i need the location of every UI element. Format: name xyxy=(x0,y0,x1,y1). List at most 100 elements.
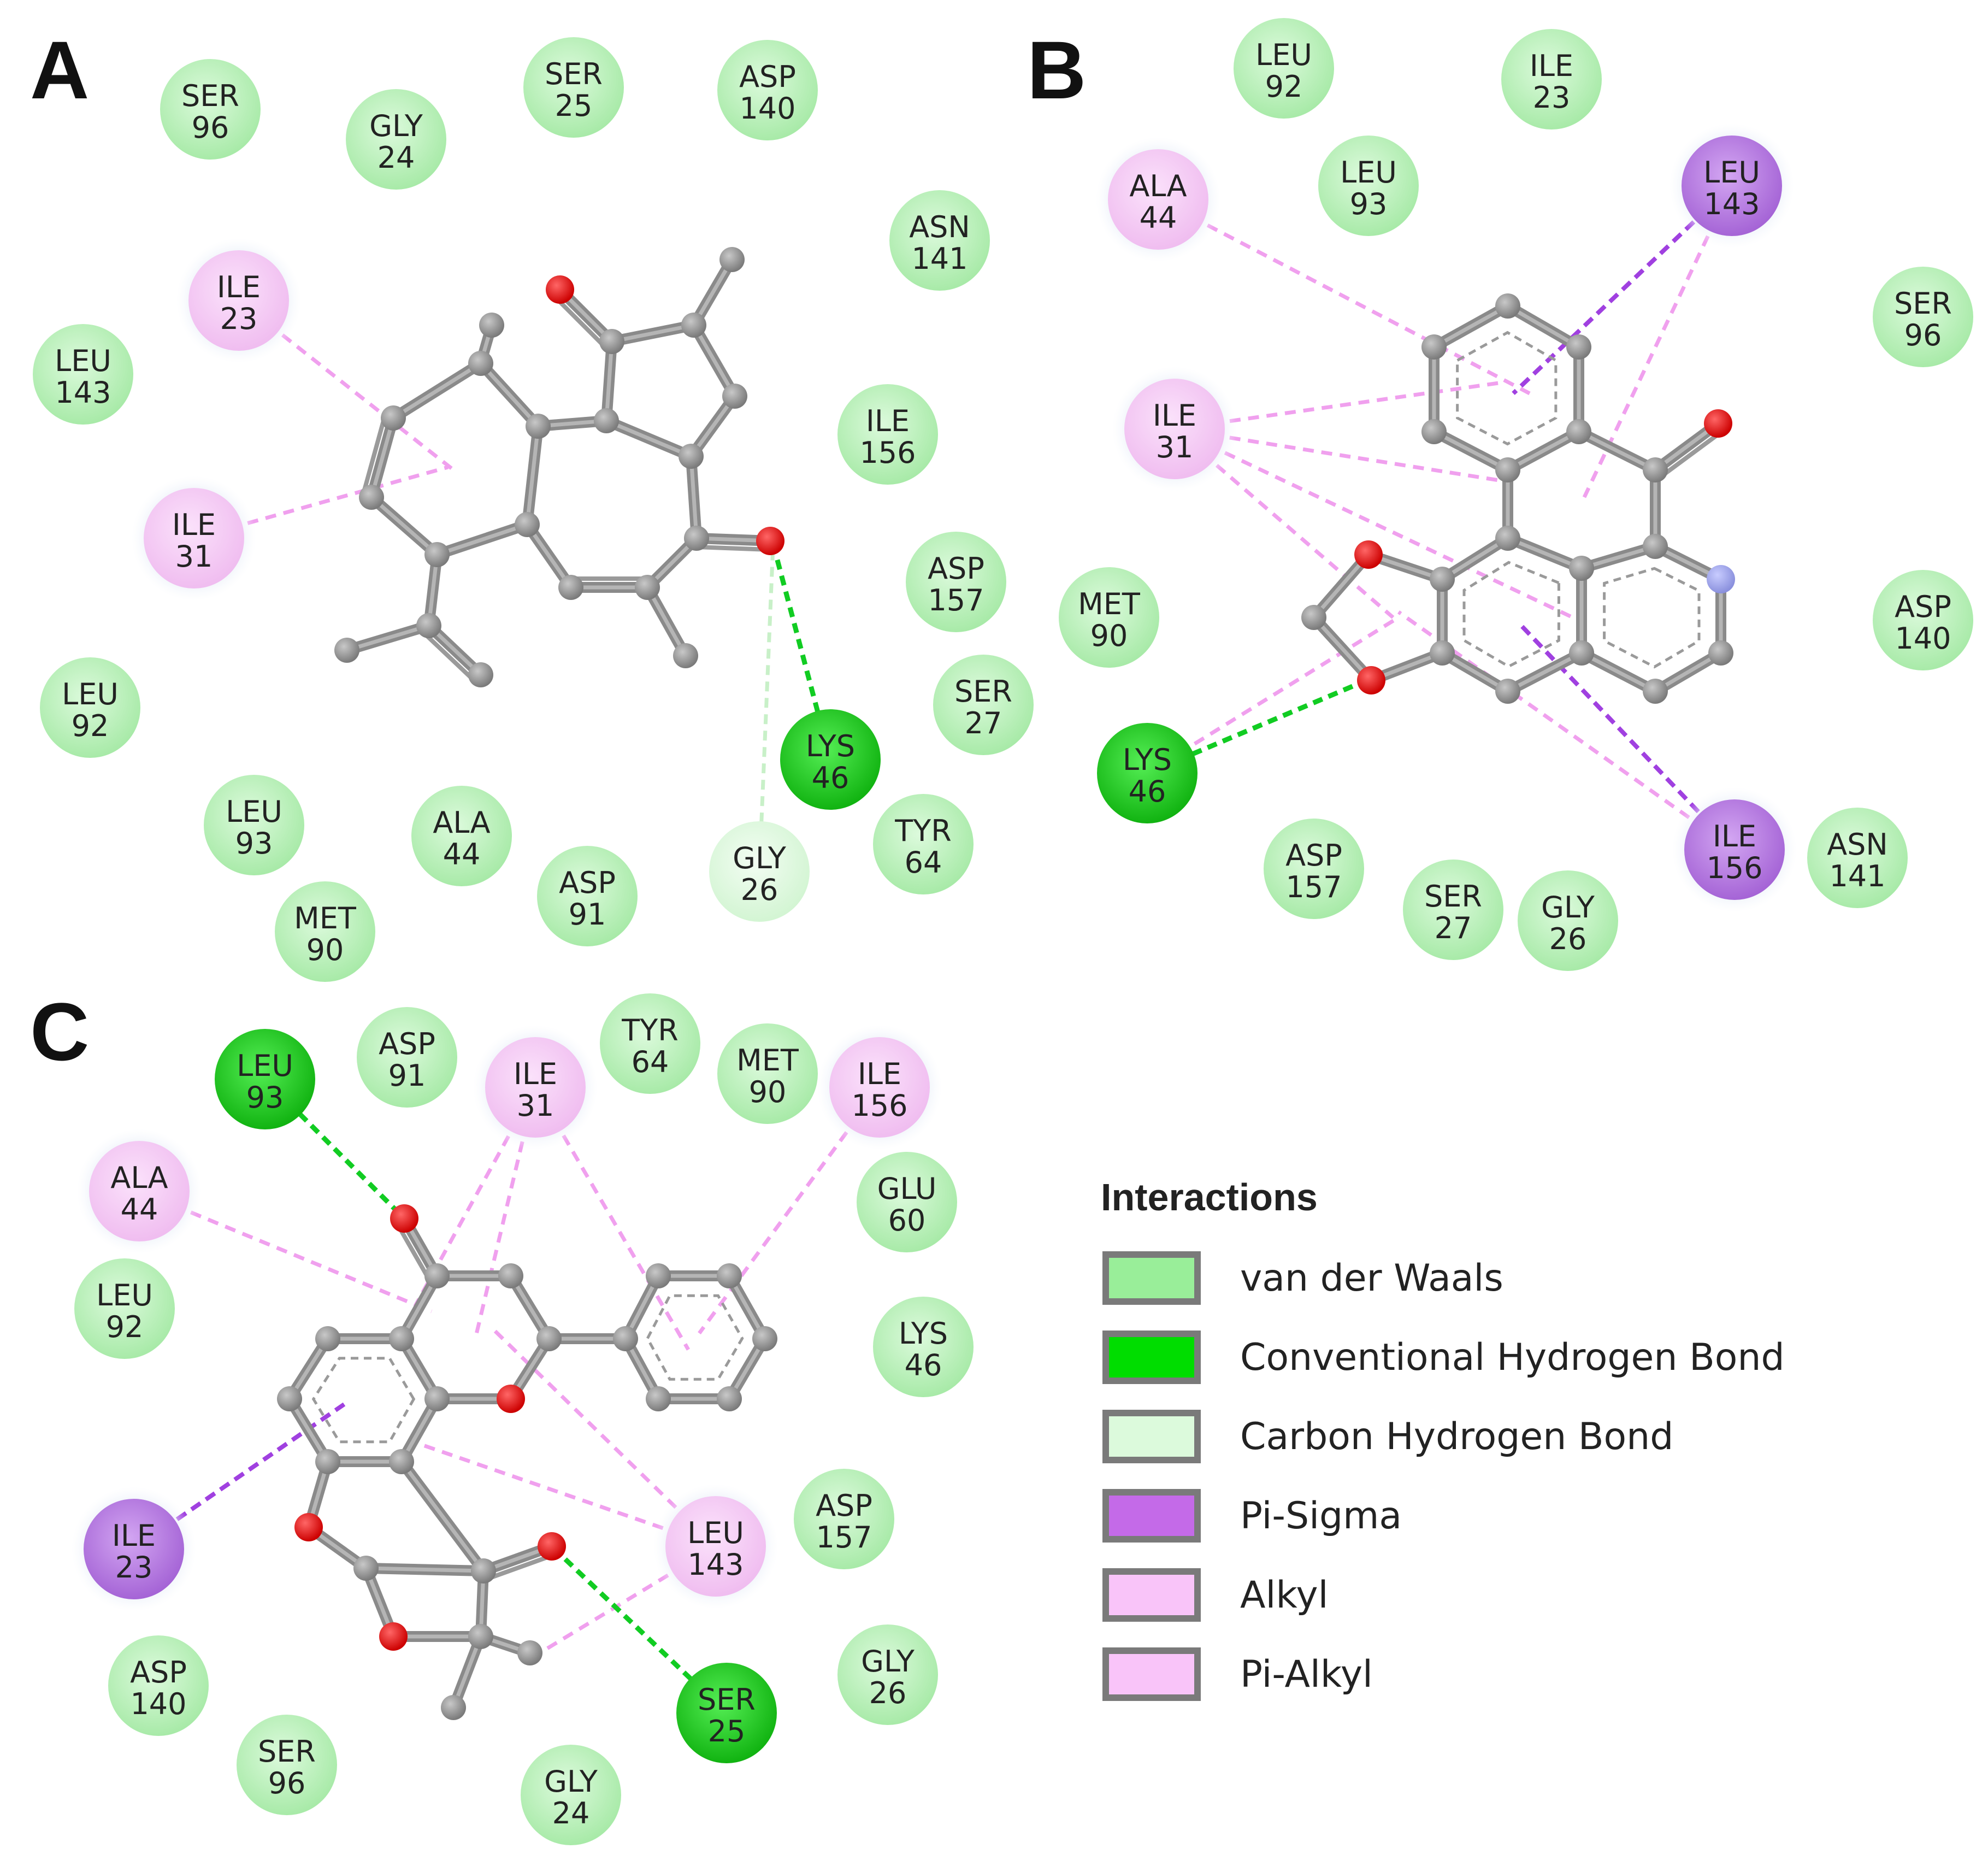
legend-swatch xyxy=(1109,1496,1194,1536)
aromatic-ring xyxy=(1462,561,1560,668)
residue-number: 25 xyxy=(555,89,593,123)
residue-name: GLY xyxy=(861,1644,915,1679)
oxygen-atom xyxy=(390,1204,418,1233)
residue-name: GLY xyxy=(733,841,787,875)
residue-disc xyxy=(144,488,244,588)
residue-number: 93 xyxy=(1350,187,1388,221)
bond-highlight xyxy=(1506,304,1581,349)
interaction-line-chbond xyxy=(757,546,775,872)
residue-disc xyxy=(780,709,881,810)
residue-number: 44 xyxy=(121,1192,158,1227)
residue-number: 92 xyxy=(106,1310,144,1344)
residue-name: MET xyxy=(736,1043,799,1078)
residue-disc xyxy=(873,794,974,894)
residue-number: 46 xyxy=(905,1348,942,1382)
double-bond xyxy=(1658,428,1726,479)
carbon-atom xyxy=(1569,640,1594,666)
bond-highlight xyxy=(604,419,693,458)
carbon-atom xyxy=(1495,526,1520,551)
carbon-atom xyxy=(646,1386,671,1411)
residue-name: SER xyxy=(698,1682,756,1717)
residue-name: LEU xyxy=(1255,38,1312,72)
residue-disc xyxy=(89,1141,190,1241)
residue-name: ILE xyxy=(172,508,216,542)
aromatic-ring xyxy=(1456,331,1558,446)
residue-number: 93 xyxy=(235,826,273,861)
residue-disc xyxy=(1684,799,1785,900)
carbon-atom xyxy=(613,1326,638,1351)
residue-number: 44 xyxy=(1140,201,1177,235)
carbon-atom xyxy=(471,1558,496,1583)
residue-number: 157 xyxy=(816,1520,872,1555)
residue-name: ASP xyxy=(130,1655,187,1689)
residue-disc xyxy=(1682,136,1782,236)
residue-name: ASN xyxy=(909,210,970,244)
carbon-atom xyxy=(1569,556,1594,581)
residue-number: 31 xyxy=(175,539,213,574)
residue-disc xyxy=(1807,808,1908,908)
carbon-atom xyxy=(315,1326,340,1351)
bond-highlight xyxy=(604,339,614,423)
carbon-atom xyxy=(1430,567,1455,592)
carbon-atom xyxy=(1643,534,1668,559)
residue-number: 93 xyxy=(246,1080,284,1115)
residue-number: 27 xyxy=(965,706,1002,740)
residue-name: SER xyxy=(1424,879,1482,914)
carbon-atom xyxy=(424,542,450,567)
residue-disc xyxy=(411,786,512,886)
residue-number: 27 xyxy=(1435,911,1472,945)
legend-label: Pi-Sigma xyxy=(1240,1494,1402,1538)
residue-name: GLY xyxy=(544,1764,598,1799)
residue-disc xyxy=(523,37,624,138)
carbon-atom xyxy=(1495,457,1520,482)
interaction-line-alkyl xyxy=(1173,427,1585,625)
residue-name: ILE xyxy=(1713,819,1756,853)
residue-name: GLU xyxy=(877,1172,937,1206)
double-bond xyxy=(551,293,608,350)
legend-label: van der Waals xyxy=(1240,1257,1503,1300)
bond-highlight xyxy=(1432,429,1510,472)
legend-label: Carbon Hydrogen Bond xyxy=(1240,1415,1673,1458)
legend-label: Alkyl xyxy=(1240,1574,1329,1617)
residue-disc xyxy=(933,655,1034,755)
residue-name: LEU xyxy=(226,794,282,829)
residue-name: GLY xyxy=(1541,890,1595,925)
residue-name: TYR xyxy=(621,1013,679,1047)
bond-highlight xyxy=(1440,651,1510,693)
residue-name: ILE xyxy=(1153,398,1196,433)
residue-number: 91 xyxy=(569,897,606,932)
residue-number: 90 xyxy=(1090,619,1128,653)
legend-item: Conventional Hydrogen Bond xyxy=(1102,1331,1785,1384)
legend-swatch xyxy=(1109,1575,1194,1615)
residue-number: 92 xyxy=(72,709,109,743)
carbon-atom xyxy=(416,613,441,638)
residue-number: 23 xyxy=(1533,80,1571,115)
residue-number: 24 xyxy=(377,140,415,175)
bond-highlight xyxy=(1653,651,1723,693)
residue-disc xyxy=(709,821,810,922)
bond-highlight xyxy=(689,454,699,540)
residue-disc xyxy=(160,59,261,160)
bond-highlight xyxy=(1506,429,1581,472)
carbon-atom xyxy=(684,526,709,551)
